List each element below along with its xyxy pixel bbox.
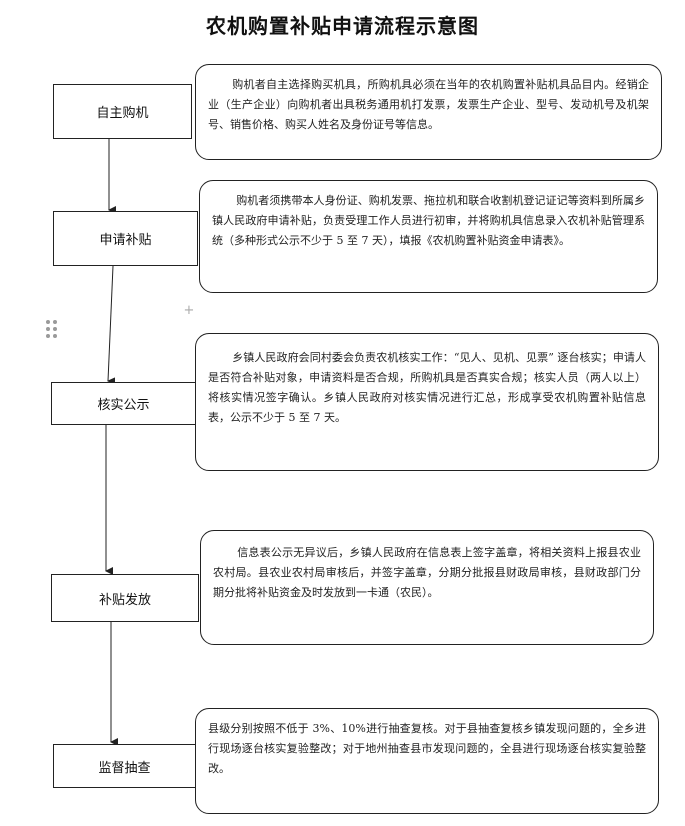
step-box-apply: 申请补贴 <box>53 211 198 266</box>
description-box-purchase: 购机者自主选择购买机具，所购机具必须在当年的农机购置补贴机具品目内。经销企业（生… <box>195 64 662 160</box>
description-box-supervision: 县级分别按照不低于 3%、10%进行抽查复核。对于县抽查复核乡镇发现问题的，全乡… <box>195 708 659 814</box>
arrow-2 <box>107 265 116 386</box>
description-text: 购机者须携带本人身份证、购机发票、拖拉机和联合收割机登记证记等资料到所属乡镇人民… <box>212 194 645 247</box>
step-label: 核实公示 <box>97 398 150 413</box>
plus-icon[interactable]: + <box>183 303 195 318</box>
step-box-supervision: 监督抽查 <box>53 744 196 788</box>
description-text: 购机者自主选择购买机具，所购机具必须在当年的农机购置补贴机具品目内。经销企业（生… <box>208 78 649 131</box>
step-label: 监督抽查 <box>98 760 151 776</box>
description-text: 信息表公示无异议后，乡镇人民政府在信息表上签字盖章，将相关资料上报县农业农村局。… <box>213 546 641 599</box>
description-box-verify: 乡镇人民政府会同村委会负责农机核实工作：“见人、见机、见票” 逐台核实；申请人是… <box>195 333 659 471</box>
description-text: 乡镇人民政府会同村委会负责农机核实工作：“见人、见机、见票” 逐台核实；申请人是… <box>208 351 646 424</box>
description-box-payment: 信息表公示无异议后，乡镇人民政府在信息表上签字盖章，将相关资料上报县农业农村局。… <box>200 530 654 645</box>
description-box-apply: 购机者须携带本人身份证、购机发票、拖拉机和联合收割机登记证记等资料到所属乡镇人民… <box>199 180 658 293</box>
step-box-purchase: 自主购机 <box>53 84 192 139</box>
step-box-verify: 核实公示 <box>51 382 196 425</box>
step-label: 申请补贴 <box>99 233 152 248</box>
step-label: 补贴发放 <box>98 592 151 608</box>
step-label: 自主购机 <box>96 106 149 121</box>
drag-handle-icon[interactable] <box>46 320 60 340</box>
page-title: 农机购置补贴申请流程示意图 <box>206 14 479 38</box>
description-text: 县级分别按照不低于 3%、10%进行抽查复核。对于县抽查复核乡镇发现问题的，全乡… <box>208 722 646 775</box>
step-box-payment: 补贴发放 <box>51 574 199 622</box>
